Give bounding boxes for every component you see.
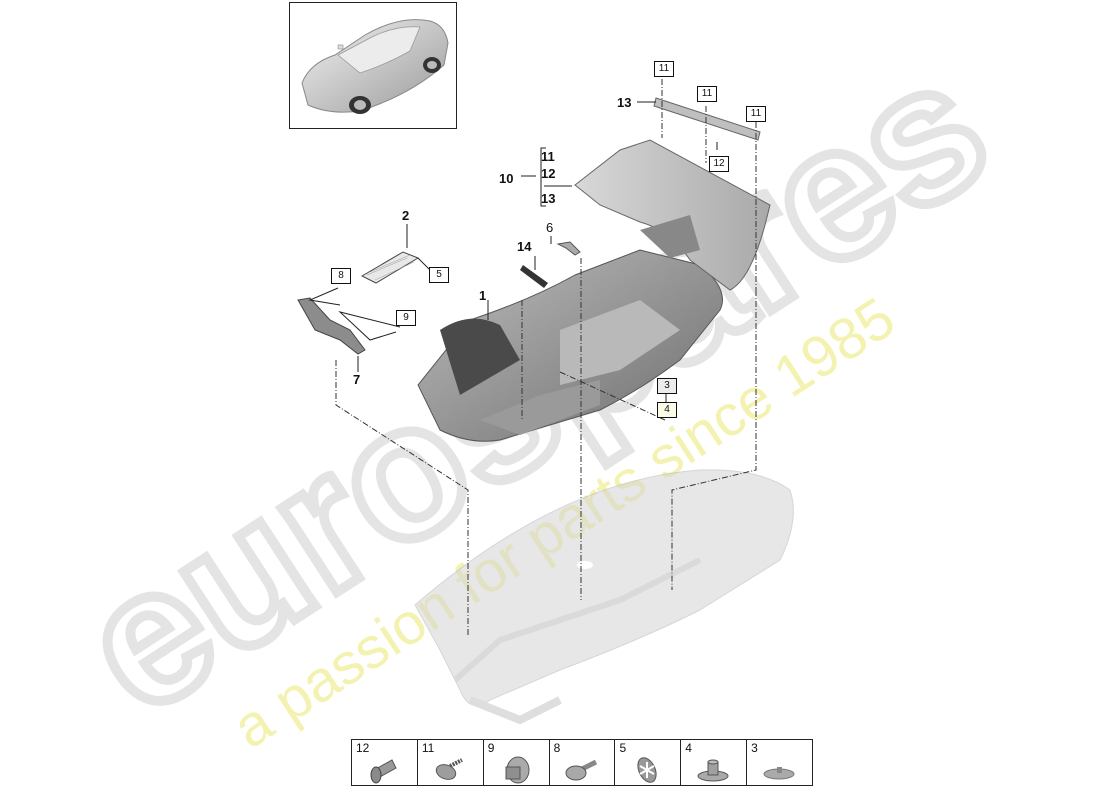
- rear-carpet: [574, 139, 771, 291]
- legend-item-11: 11: [418, 740, 484, 785]
- legend-number: 5: [619, 741, 627, 755]
- flat-washer-icon: [763, 767, 795, 780]
- clip-part: [520, 265, 548, 288]
- callout-1: 1: [479, 288, 487, 303]
- boxed-callout-11: 11: [697, 86, 717, 102]
- boxed-callout-3: 3: [657, 378, 677, 394]
- legend-number: 3: [751, 741, 758, 755]
- boxed-callout-12: 12: [709, 156, 729, 172]
- screw-icon: [565, 759, 597, 781]
- callout-2: 2: [402, 208, 410, 223]
- callout-12-bracket: 12: [541, 166, 556, 181]
- boxed-callout-11: 11: [746, 106, 766, 122]
- push-screw-clip-icon: [435, 758, 463, 780]
- legend-number: 12: [356, 741, 370, 755]
- legend-number: 8: [553, 741, 561, 755]
- legend-item-9: 9: [484, 740, 550, 785]
- fastener-legend: 12 11 9 8 5 4 3: [351, 739, 813, 786]
- body-shell: [414, 469, 794, 725]
- boxed-callout-4: 4: [657, 402, 677, 418]
- stud-nut-icon: [697, 759, 729, 782]
- vehicle-thumbnail: [289, 2, 457, 129]
- callout-10: 10: [499, 171, 514, 186]
- star-washer-icon: [637, 757, 658, 783]
- legend-number: 4: [685, 741, 692, 755]
- legend-number: 9: [487, 741, 495, 755]
- boxed-callout-11: 11: [654, 61, 674, 77]
- boxed-callout-9: 9: [396, 310, 416, 326]
- legend-number: 11: [421, 741, 435, 755]
- legend-item-3: 3: [747, 740, 812, 785]
- callout-14: 14: [517, 239, 532, 254]
- boxed-callout-5: 5: [429, 267, 449, 283]
- trim-strip: [653, 97, 761, 141]
- callout-6: 6: [546, 220, 554, 235]
- legend-item-12: 12: [352, 740, 418, 785]
- bracket-part: [556, 241, 581, 256]
- boxed-callout-8: 8: [331, 268, 351, 284]
- floor-carpet: [417, 249, 723, 442]
- expanding-rivet-icon: [370, 759, 397, 784]
- legend-item-8: 8: [550, 740, 616, 785]
- callout-7: 7: [353, 372, 361, 387]
- car-overview-icon: [301, 19, 449, 114]
- callout-11-bracket: 11: [541, 149, 555, 164]
- legend-item-5: 5: [615, 740, 682, 785]
- callout-13: 13: [617, 95, 632, 110]
- legend-item-4: 4: [681, 740, 748, 785]
- nut-clip-icon: [505, 756, 530, 784]
- mat-insert: [360, 251, 420, 284]
- callout-13-bracket: 13: [541, 191, 556, 206]
- sill-trim: [297, 297, 366, 355]
